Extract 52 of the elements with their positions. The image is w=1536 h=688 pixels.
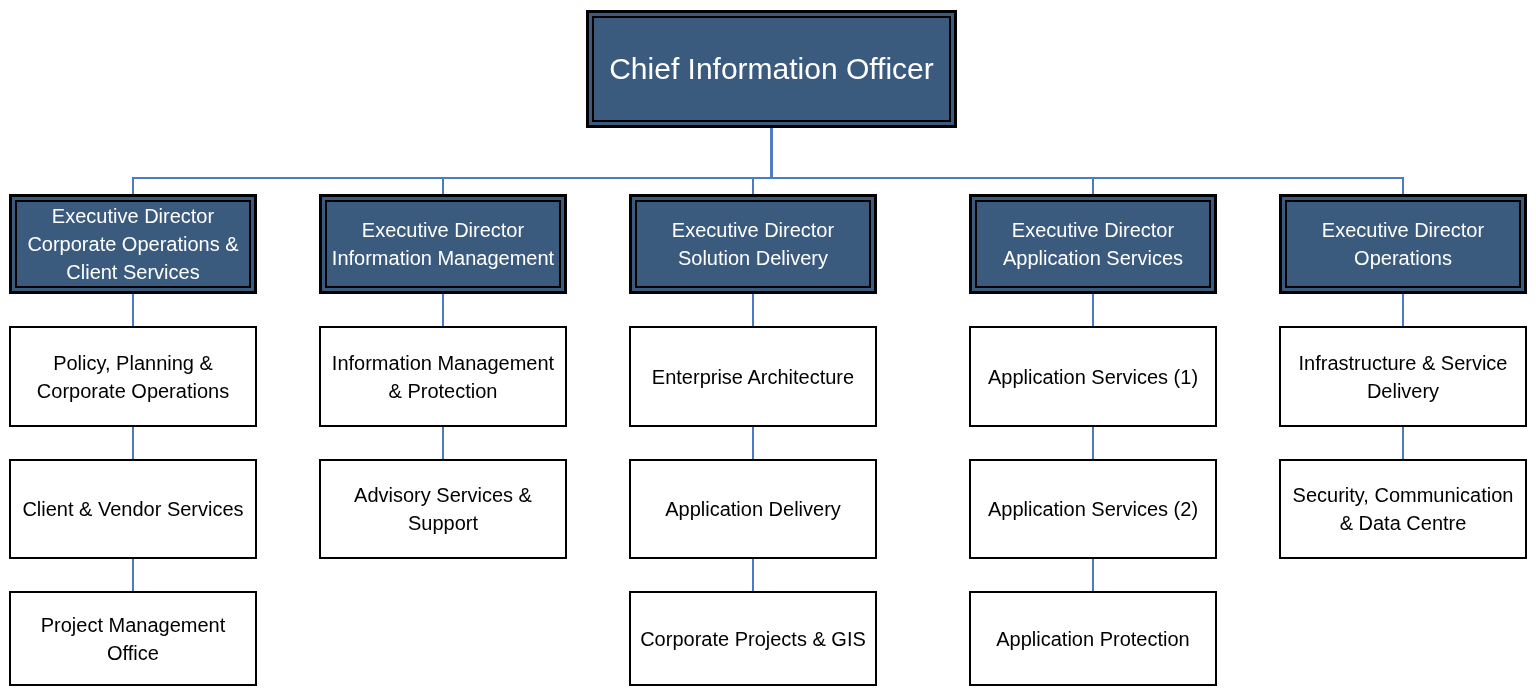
connector-line	[770, 127, 1404, 195]
unit-box	[969, 591, 1217, 686]
connector-line	[752, 558, 754, 592]
unit-box	[969, 459, 1217, 559]
unit-box	[969, 326, 1217, 427]
box-label: Application Services (2)	[987, 497, 1199, 522]
connector-line	[1402, 426, 1404, 460]
box-label: Executive Director Information Management	[330, 218, 556, 271]
unit-box	[9, 459, 257, 559]
box-label: Application Delivery	[665, 497, 841, 522]
connector-line	[442, 293, 444, 327]
box-label: Application Services (1)	[987, 364, 1199, 390]
unit-box	[1279, 459, 1527, 559]
title-box	[969, 194, 1217, 294]
unit-box	[1279, 326, 1527, 427]
box-label: Infrastructure & Service Delivery	[1297, 350, 1509, 404]
unit-box	[629, 326, 877, 427]
connector-line	[1092, 558, 1094, 592]
box-label: Information Management & Protection	[330, 350, 556, 404]
unit-box	[629, 591, 877, 686]
connector-line	[1092, 426, 1094, 460]
unit-box	[319, 459, 567, 559]
box-label: Corporate Projects & GIS	[640, 626, 866, 652]
unit-box	[9, 326, 257, 427]
box-label: Policy, Planning & Corporate Operations	[35, 350, 231, 404]
box-label: Executive Director Application Services	[1001, 218, 1185, 271]
box-label: Chief Information Officer	[609, 51, 934, 87]
connector-line	[442, 426, 444, 460]
title-box	[319, 194, 567, 294]
connector-line	[132, 558, 134, 592]
unit-box	[319, 326, 567, 427]
connector-line	[132, 426, 134, 460]
box-label: Executive Director Corporate Operations & Client Services	[26, 204, 240, 285]
title-box	[629, 194, 877, 294]
box-label: Advisory Services & Support	[353, 483, 533, 536]
connector-line	[1092, 293, 1094, 327]
connector-line	[132, 293, 134, 327]
box-label: Application Protection	[996, 626, 1190, 652]
title-box	[9, 194, 257, 294]
connector-line	[1402, 293, 1404, 327]
box-label: Executive Director Solution Delivery	[670, 218, 836, 271]
connector-line	[752, 293, 754, 327]
title-box	[1279, 194, 1527, 294]
box-label: Enterprise Architecture	[651, 364, 855, 390]
box-label: Project Management Office	[39, 612, 227, 666]
box-label: Security, Communication & Data Centre	[1291, 483, 1515, 536]
title-box	[586, 10, 957, 128]
box-label: Executive Director Operations	[1320, 218, 1486, 271]
unit-box	[629, 459, 877, 559]
box-label: Client & Vendor Services	[22, 497, 244, 522]
unit-box	[9, 591, 257, 686]
connector-line	[752, 426, 754, 460]
